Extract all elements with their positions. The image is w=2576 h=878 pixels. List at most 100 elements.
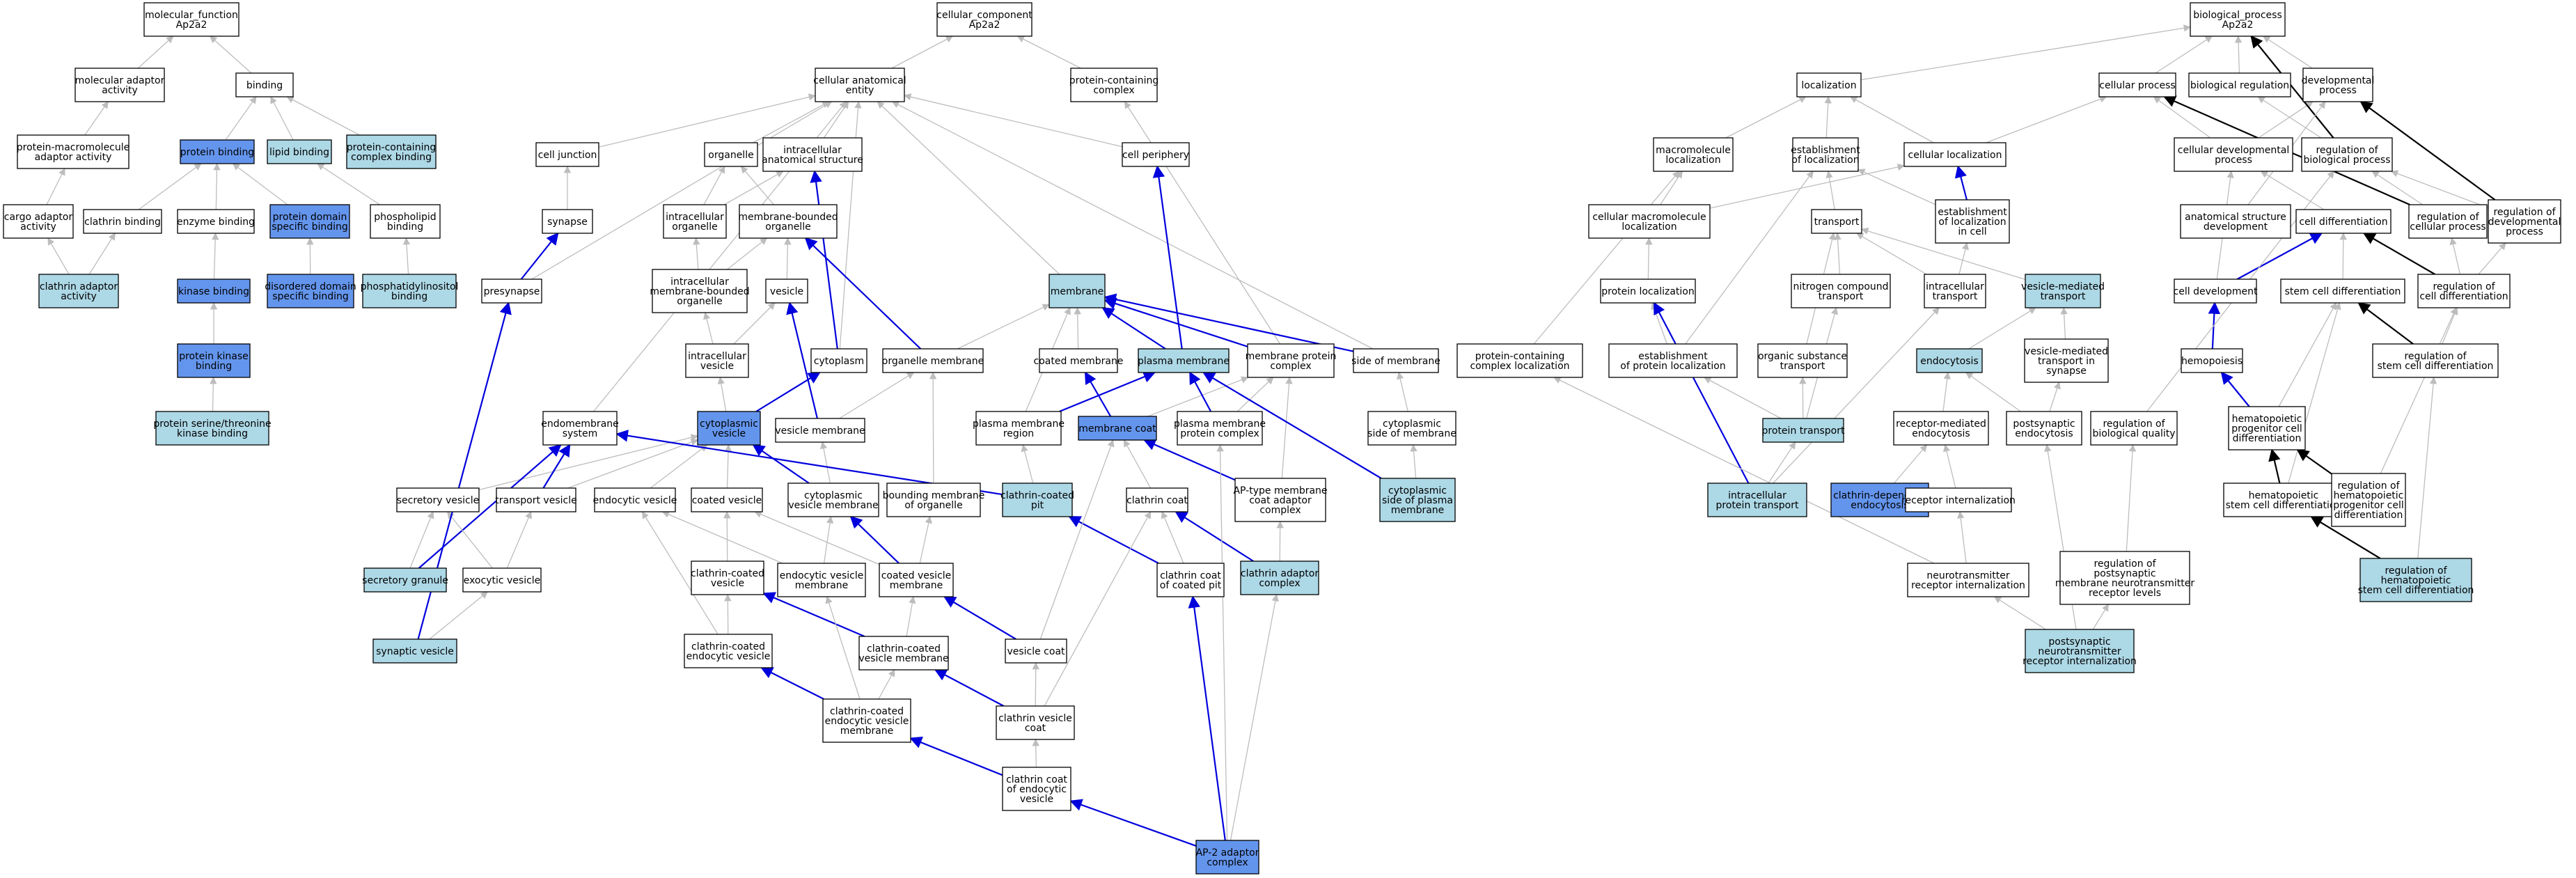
go-term-node-membrane_coat[interactable]: membrane coat [1078, 416, 1157, 441]
go-term-node-enzyme_binding[interactable]: enzyme binding [177, 209, 255, 234]
go-term-node-binding[interactable]: binding [235, 72, 294, 97]
go-term-node-transport_vesicle[interactable]: transport vesicle [495, 487, 577, 512]
go-term-node-organelle[interactable]: organelle [704, 142, 758, 167]
go-term-node-synapse[interactable]: synapse [542, 209, 593, 234]
go-term-node-vesicle_membrane[interactable]: vesicle membrane [775, 418, 865, 443]
go-term-node-side_membrane[interactable]: side of membrane [1351, 348, 1440, 373]
go-term-node-vesicle_coat[interactable]: vesicle coat [1005, 638, 1067, 664]
go-term-node-vesicle[interactable]: vesicle [765, 279, 808, 304]
go-term-node-organelle_membrane[interactable]: organelle membrane [882, 348, 984, 373]
go-term-node-transport[interactable]: transport [1811, 209, 1862, 234]
go-term-node-cytoplasm[interactable]: cytoplasm [810, 348, 867, 373]
go-term-node-lipid_binding[interactable]: lipid binding [267, 139, 332, 164]
go-term-node-hemopoiesis[interactable]: hemopoiesis [2181, 348, 2243, 373]
go-term-node-localization[interactable]: localization [1796, 72, 1862, 97]
go-term-node-protein_transport[interactable]: protein transport [1762, 418, 1845, 443]
go-term-node-protein_binding[interactable]: protein binding [180, 139, 255, 164]
go-term-node-presynapse[interactable]: presynapse [481, 279, 542, 304]
go-term-node-cell_periphery[interactable]: cell periphery [1122, 142, 1190, 167]
go-term-node-clathrin_coat[interactable]: clathrin coat [1126, 487, 1188, 512]
go-term-node-membrane[interactable]: membrane [1049, 274, 1106, 308]
go-term-node-endocytosis[interactable]: endocytosis [1916, 348, 1983, 373]
go-term-node-cell_junction[interactable]: cell junction [535, 142, 599, 167]
go-term-node-plasma_membrane[interactable]: plasma membrane [1138, 348, 1230, 373]
go-term-node-prot_loc[interactable]: protein localization [1600, 279, 1696, 304]
go-term-node-exocytic_vesicle[interactable]: exocytic vesicle [462, 567, 542, 593]
go-term-node-secretory_granule[interactable]: secretory granule [362, 567, 448, 593]
go-term-node-coated_vesicle[interactable]: coated vesicle [691, 487, 763, 512]
go-term-node-synaptic_vesicle[interactable]: synaptic vesicle [372, 638, 457, 664]
go-term-node-kinase_binding[interactable]: kinase binding [177, 279, 251, 304]
go-term-node-clathrin_binding[interactable]: clathrin binding [83, 209, 162, 234]
go-term-node-scd[interactable]: stem cell differentiation [2280, 279, 2405, 304]
go-term-node-secretory_vesicle[interactable]: secretory vesicle [396, 487, 480, 512]
go-term-node-endocytic_vesicle[interactable]: endocytic vesicle [593, 487, 677, 512]
go-term-node-cellular_process[interactable]: cellular process [2098, 72, 2176, 97]
go-term-node-cell_loc[interactable]: cellular localization [1903, 142, 2006, 167]
